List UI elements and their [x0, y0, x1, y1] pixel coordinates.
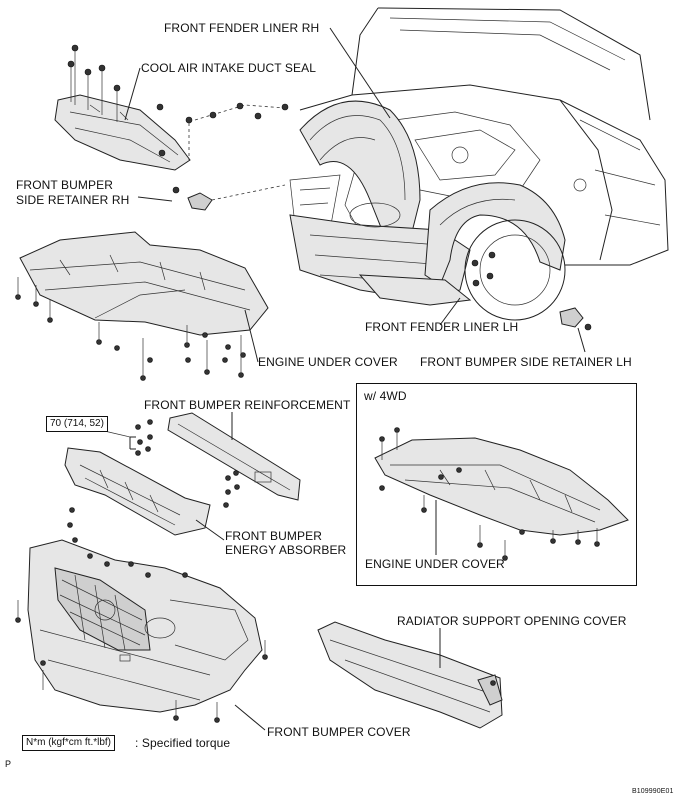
- leader-lines: [124, 27, 586, 731]
- label-front-bumper-energy-absorber-line2: ENERGY ABSORBER: [225, 543, 347, 557]
- label-front-bumper-reinforcement: FRONT BUMPER REINFORCEMENT: [144, 398, 351, 412]
- label-engine-under-cover-4wd: ENGINE UNDER COVER: [365, 557, 505, 571]
- label-radiator-support-opening-cover: RADIATOR SUPPORT OPENING COVER: [397, 614, 627, 628]
- front-bumper-energy-absorber-part: [64, 447, 211, 536]
- w-4wd-inset-box: [356, 383, 637, 586]
- front-bumper-cover-part: [15, 507, 268, 723]
- torque-legend-text: : Specified torque: [135, 736, 231, 750]
- label-front-fender-liner-lh: FRONT FENDER LINER LH: [365, 320, 519, 334]
- label-w-4wd: w/ 4WD: [364, 389, 407, 403]
- label-front-bumper-side-retainer-rh-line2: SIDE RETAINER RH: [16, 193, 130, 207]
- figure-id: B109990E01: [632, 788, 674, 795]
- engine-under-cover-part: [15, 231, 269, 381]
- page-marker: P: [5, 759, 12, 769]
- cool-air-intake-duct-seal-part: [54, 44, 289, 171]
- label-front-bumper-energy-absorber-line1: FRONT BUMPER: [225, 529, 322, 543]
- label-front-bumper-side-retainer-lh: FRONT BUMPER SIDE RETAINER LH: [420, 355, 632, 369]
- label-cool-air-intake-duct-seal: COOL AIR INTAKE DUCT SEAL: [141, 61, 316, 75]
- front-bumper-side-retainer-lh-part: [559, 307, 592, 331]
- engine-under-cover-4wd-part: [374, 427, 629, 561]
- label-engine-under-cover: ENGINE UNDER COVER: [258, 355, 398, 369]
- label-front-fender-liner-rh: FRONT FENDER LINER RH: [164, 21, 320, 35]
- front-bumper-side-retainer-rh-part: [172, 184, 286, 211]
- torque-legend-box: N*m (kgf*cm ft.*lbf): [22, 735, 116, 751]
- radiator-support-opening-cover-part: [317, 621, 503, 729]
- vehicle-body-outline: [289, 7, 669, 321]
- front-bumper-reinforcement-part: [99, 412, 301, 508]
- label-front-bumper-side-retainer-rh-line1: FRONT BUMPER: [16, 178, 113, 192]
- label-front-bumper-cover: FRONT BUMPER COVER: [267, 725, 411, 739]
- torque-spec-box: 70 (714, 52): [46, 416, 108, 432]
